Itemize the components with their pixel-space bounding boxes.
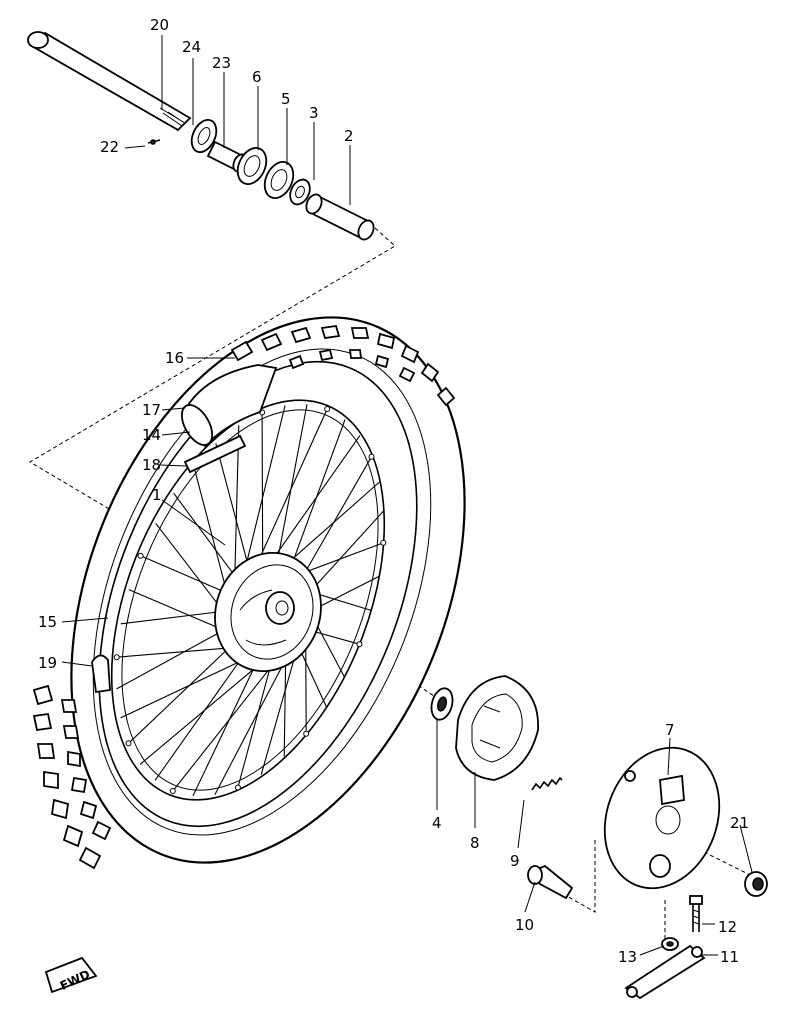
label-15: 15 [38,613,57,631]
spoke [172,652,283,792]
spoke-nipple [113,654,120,661]
spoke [154,648,249,781]
label-7: 7 [665,721,675,739]
label-16: 16 [165,349,184,367]
spoke-nipple [169,788,176,794]
bolt-12 [689,895,703,932]
label-11: 11 [720,948,739,966]
label-19: 19 [38,654,57,672]
spoke [237,655,274,788]
leader-lines [61,35,753,956]
spoke [253,408,328,572]
rim-band [183,434,247,474]
spoke [120,609,231,625]
brake-cam-shaft [527,864,574,900]
spoke [128,638,239,744]
label-24: 24 [182,38,201,56]
brake-shoes [455,675,539,781]
spoke [215,443,251,574]
bearing-6 [236,147,268,185]
bearing-5 [263,161,295,199]
fwd-arrow-icon: FWD [44,956,98,994]
spoke [266,435,361,569]
label-2: 2 [344,127,354,145]
spoke-nipple [303,730,310,737]
label-18: 18 [142,456,161,474]
spoke-nipple [137,552,144,559]
spoke [116,625,233,690]
part-labels: 20 24 23 6 5 3 2 22 16 17 14 18 1 15 19 … [38,16,749,966]
axle-nut [744,871,768,897]
label-8: 8 [470,834,480,852]
label-14: 14 [142,426,161,444]
washer-13 [661,937,679,951]
spoke [214,644,294,795]
return-spring [531,776,563,791]
spoke-nipple [368,453,375,460]
hub [214,551,322,673]
label-23: 23 [212,54,231,72]
rim-lock [91,654,111,694]
spacer-2 [305,193,375,241]
label-4: 4 [432,814,442,832]
spoke-nipple [380,539,387,546]
spoke [279,481,380,571]
spoke [139,655,270,765]
spoke [192,654,261,797]
label-17: 17 [142,401,161,419]
spokes [113,404,387,797]
cam-lever [624,944,706,1000]
label-1: 1 [152,486,162,504]
axle [27,31,192,132]
bolt-22 [147,139,161,145]
label-22: 22 [100,138,119,156]
label-12: 12 [718,918,737,936]
label-10: 10 [515,916,534,934]
tire-tread [32,324,456,870]
label-13: 13 [618,948,637,966]
label-3: 3 [309,104,319,122]
label-21: 21 [730,814,749,832]
spoke-nipple [125,740,132,747]
oil-seal-4 [430,687,454,721]
oil-seal-24 [190,119,218,153]
spacer-flange-3 [289,178,311,206]
label-5: 5 [281,90,291,108]
spoke-nipple [324,406,331,412]
spoke [120,653,257,719]
spoke [297,456,372,586]
spoke [242,405,286,580]
spoke [275,404,308,570]
spoke [261,412,264,569]
inner-tube [180,364,278,448]
spoke [233,425,240,592]
brake-shoe-plate [603,746,721,890]
label-6: 6 [252,68,262,86]
label-9: 9 [510,852,520,870]
label-20: 20 [150,16,169,34]
spoke [283,650,287,757]
spoke-nipple [234,784,241,791]
spoke [173,492,241,583]
spoke [140,555,234,597]
spoke-nipple [356,641,363,648]
